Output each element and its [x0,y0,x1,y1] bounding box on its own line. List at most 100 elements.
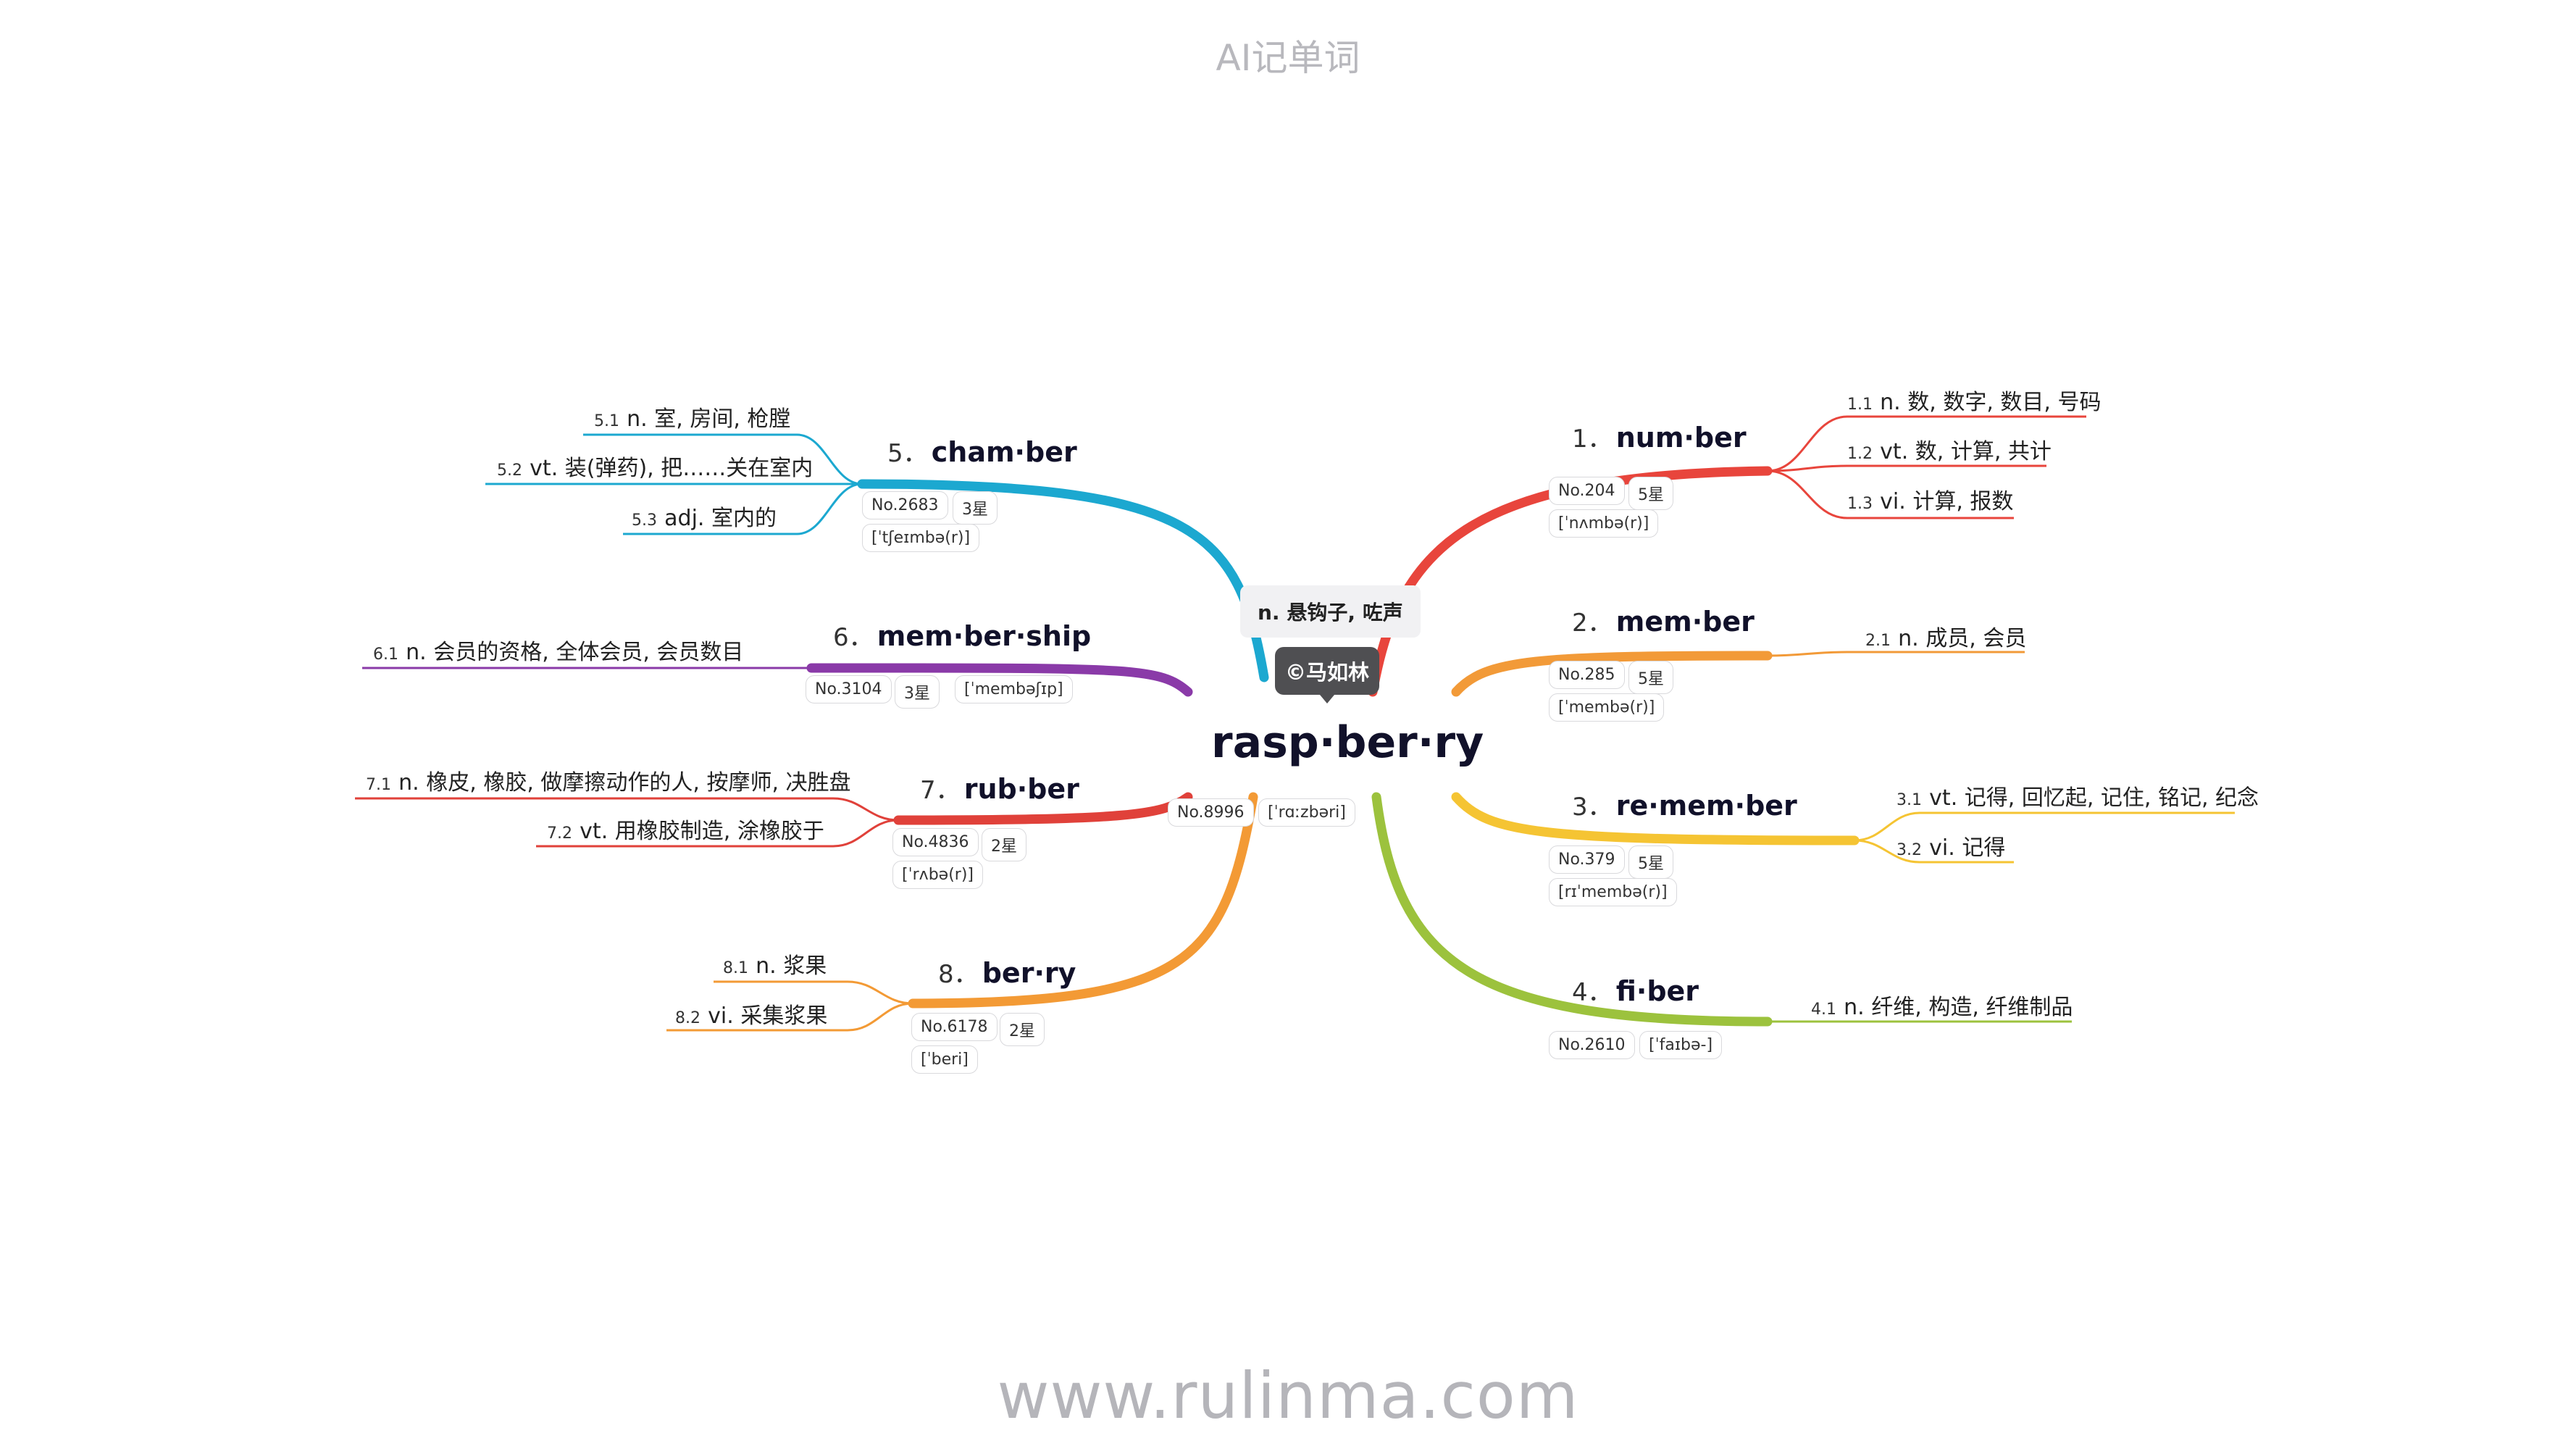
sub-text: adj. 室内的 [664,506,777,531]
branch-number: 8． [938,960,979,989]
sub-5-1[interactable]: 5.1 n. 室, 房间, 枪膛 [594,401,790,433]
branch-5-stars-tag: 3星 [953,491,998,525]
sub-4-1[interactable]: 4.1 n. 纤维, 构造, 纤维制品 [1811,989,2073,1021]
sub-number: 5.2 [497,462,522,480]
branch-1-stars-tag: 5星 [1628,477,1673,510]
branch-8-phonetic-tag: [ˈberi] [911,1045,978,1074]
branch-word: cham·ber [931,436,1077,468]
branch-2-phonetic-tag: [ˈmembə(r)] [1549,693,1665,722]
sub-8-2[interactable]: 8.2 vi. 采集浆果 [675,998,827,1030]
branch-2-link [1451,651,1773,697]
sub-links-7 [355,797,899,848]
branch-8-no-tag: No.6178 [911,1013,998,1041]
branch-6-no-tag: No.3104 [806,675,892,703]
sub-number: 4.1 [1811,1001,1836,1019]
sub-3-1[interactable]: 3.1 vt. 记得, 回忆起, 记住, 铭记, 纪念 [1897,780,2259,811]
branch-word: re·mem·ber [1615,790,1797,822]
copyright-badge: ©马如林 [1275,647,1380,703]
branch-5-no-tag: No.2683 [862,491,948,519]
branch-6-phonetic-tag: [ˈmembəʃɪp] [955,675,1073,703]
sub-text: n. 数, 数字, 数目, 号码 [1880,390,2102,415]
sub-links-8 [666,980,913,1032]
sub-5-2[interactable]: 5.2 vt. 装(弹药), 把……关在室内 [497,450,813,482]
sub-number: 3.2 [1897,841,1922,859]
branch-4-title[interactable]: 4． fi·ber [1572,972,1699,1008]
sub-text: vt. 数, 计算, 共计 [1880,439,2052,464]
branch-number: 7． [920,776,961,805]
sub-text: vt. 记得, 回忆起, 记住, 铭记, 纪念 [1929,785,2259,811]
sub-text: n. 成员, 会员 [1898,626,2027,651]
branch-number: 4． [1572,978,1613,1007]
branch-3-title[interactable]: 3． re·mem·ber [1572,787,1797,822]
branch-2-title[interactable]: 2． mem·ber [1572,603,1755,638]
branch-3-no-tag: No.379 [1549,845,1625,874]
branch-word: fi·ber [1615,975,1699,1007]
center-word[interactable]: rasp·ber·ry [1211,717,1484,768]
sub-5-3[interactable]: 5.3 adj. 室内的 [632,500,777,532]
site-url: www.rulinma.com [997,1358,1579,1433]
sub-text: vi. 采集浆果 [708,1003,828,1029]
sub-7-2[interactable]: 7.2 vt. 用橡胶制造, 涂橡胶于 [547,813,824,845]
sub-number: 3.1 [1897,791,1922,809]
branch-word: ber·ry [982,957,1076,989]
branch-word: mem·ber·ship [877,620,1092,652]
center-no-tag: No.8996 [1168,798,1254,827]
sub-number: 2.1 [1865,632,1891,650]
sub-text: n. 纤维, 构造, 纤维制品 [1844,995,2073,1020]
branch-number: 5． [887,439,928,468]
branch-5-phonetic-tag: [ˈtʃeɪmbə(r)] [862,524,980,552]
branch-2-stars-tag: 5星 [1628,661,1673,694]
sub-1-2[interactable]: 1.2 vt. 数, 计算, 共计 [1847,433,2052,465]
sub-3-2[interactable]: 3.2 vi. 记得 [1897,830,2005,861]
sub-text: n. 浆果 [756,953,827,979]
sub-links-3 [1854,811,2235,864]
sub-8-1[interactable]: 8.1 n. 浆果 [723,948,827,980]
center-meaning: n. 悬钩子, 咗声 [1240,585,1421,638]
branch-6-link [806,663,1193,697]
sub-2-1[interactable]: 2.1 n. 成员, 会员 [1865,620,2026,652]
branch-number: 6． [833,623,874,652]
branch-1-phonetic-tag: [ˈnʌmbə(r)] [1549,509,1659,538]
sub-number: 5.3 [632,511,657,530]
sub-number: 8.2 [675,1009,701,1027]
sub-number: 7.1 [366,776,391,794]
sub-text: n. 会员的资格, 全体会员, 会员数目 [406,640,744,665]
sub-7-1[interactable]: 7.1 n. 橡皮, 橡胶, 做摩擦动作的人, 按摩师, 决胜盘 [366,764,851,796]
sub-text: vi. 计算, 报数 [1880,489,2014,514]
sub-links-5 [485,433,863,535]
branch-7-no-tag: No.4836 [892,828,979,856]
sub-text: vt. 装(弹药), 把……关在室内 [530,456,814,481]
sub-1-1[interactable]: 1.1 n. 数, 数字, 数目, 号码 [1847,384,2101,416]
branch-2-no-tag: No.285 [1549,661,1625,689]
app-title: AI记单词 [1216,37,1360,79]
sub-text: n. 橡皮, 橡胶, 做摩擦动作的人, 按摩师, 决胜盘 [398,770,851,796]
branch-number: 3． [1572,793,1613,822]
branch-4-link [1371,792,1773,1027]
sub-number: 8.1 [723,959,748,977]
branch-3-phonetic-tag: [rɪˈmembə(r)] [1549,878,1677,906]
branch-1-no-tag: No.204 [1549,477,1625,505]
branch-word: mem·ber [1615,606,1755,638]
branch-6-stars-tag: 3星 [895,675,940,709]
sub-number: 6.1 [373,646,398,664]
branch-7-title[interactable]: 7． rub·ber [920,770,1079,806]
sub-text: vt. 用橡胶制造, 涂橡胶于 [580,819,824,844]
sub-links-2 [1767,651,2025,657]
sub-links-1 [1767,415,2086,519]
sub-number: 1.2 [1847,445,1873,463]
branch-1-title[interactable]: 1． num·ber [1572,419,1747,454]
branch-8-title[interactable]: 8． ber·ry [938,954,1076,990]
branch-word: rub·ber [963,773,1079,805]
branch-6-title[interactable]: 6． mem·ber·ship [833,617,1091,653]
branch-7-phonetic-tag: [ˈrʌbə(r)] [892,861,983,889]
branch-8-stars-tag: 2星 [1000,1013,1045,1046]
branch-8-link [908,792,1258,1009]
sub-text: vi. 记得 [1929,835,2006,861]
sub-number: 1.1 [1847,396,1873,414]
sub-6-1[interactable]: 6.1 n. 会员的资格, 全体会员, 会员数目 [373,634,743,666]
sub-text: n. 室, 房间, 枪膛 [627,406,791,432]
branch-4-no-tag: No.2610 [1549,1031,1635,1059]
sub-1-3[interactable]: 1.3 vi. 计算, 报数 [1847,483,2013,515]
branch-5-title[interactable]: 5． cham·ber [887,433,1077,469]
